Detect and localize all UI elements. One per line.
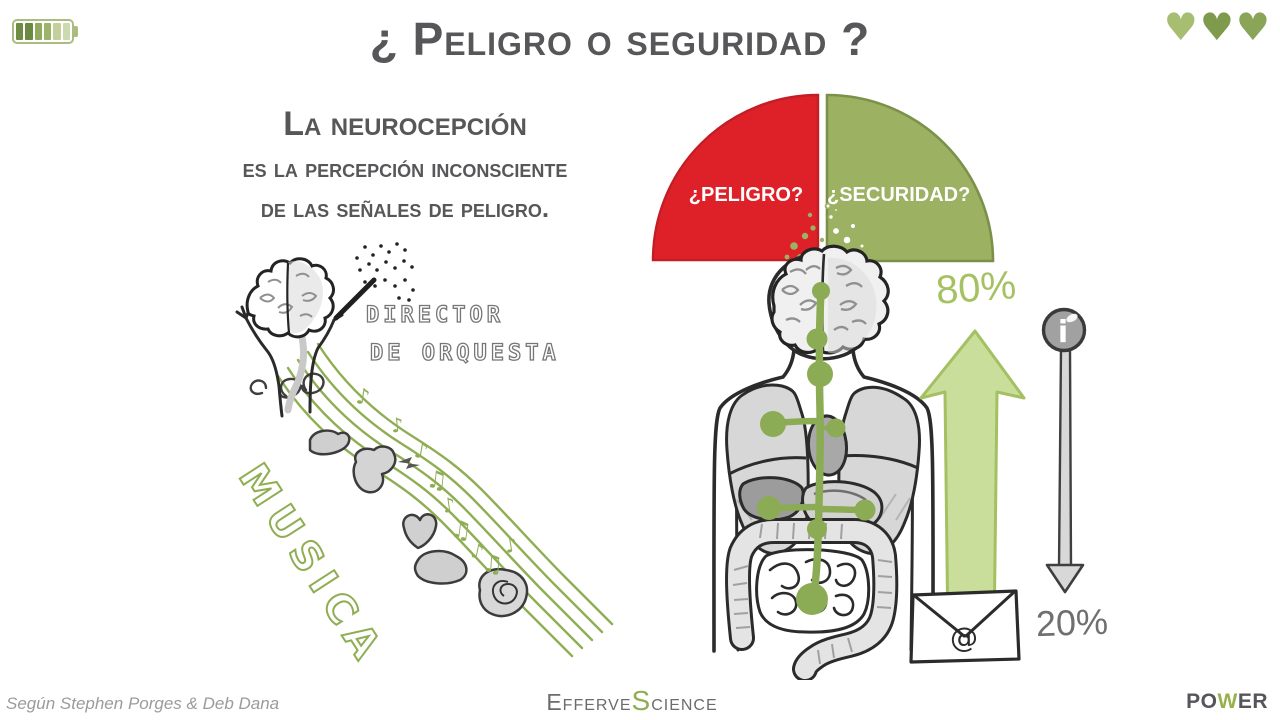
brand-logo: EfferveScience	[500, 685, 764, 717]
page-title: ¿ Peligro o seguridad ?	[369, 13, 871, 65]
intro-line-3: de las señales de peligro.	[260, 193, 550, 223]
gauge-danger-label: ¿PELIGRO?	[688, 184, 804, 206]
info-icon: i	[1041, 307, 1087, 353]
svg-text:♪: ♪	[354, 384, 371, 411]
credit-text: Según Stephen Porges & Deb Dana	[6, 694, 280, 713]
heart-icon: ♥	[1163, 5, 1200, 49]
vagus-nerve	[757, 282, 876, 615]
conductor-label-line1: DIRECTOR	[365, 302, 504, 328]
svg-text:♫: ♫	[425, 465, 449, 495]
battery-segment	[25, 23, 33, 40]
gauge-danger-half	[651, 93, 820, 262]
brand-accent: S	[631, 685, 652, 716]
svg-text:♪: ♪	[390, 412, 405, 437]
descending-percent: 20%	[1035, 600, 1109, 645]
intro-text: La neurocepción es la percepción inconsc…	[170, 100, 640, 228]
conductor-illustration: ♪ ♪ ♪ ♫ ♪ ♫ ♪ ♫ ♪	[235, 242, 614, 658]
battery-segment	[34, 23, 42, 40]
svg-text:♪: ♪	[502, 532, 519, 558]
envelope-icon: @	[909, 589, 1021, 664]
conductor-figure	[235, 242, 415, 418]
organ-blobs	[308, 429, 529, 618]
svg-text:♪: ♪	[469, 538, 486, 564]
down-arrow-icon: i	[1041, 307, 1087, 594]
ascending-percent: 80%	[934, 263, 1018, 313]
power-logo: POWER	[1186, 690, 1268, 714]
intestines	[725, 518, 899, 680]
logo-accent: W	[1217, 690, 1238, 713]
battery-icon	[12, 19, 78, 44]
battery-nub	[74, 26, 78, 37]
gauge-safety-half	[825, 93, 995, 263]
brand-post: cience	[651, 689, 718, 715]
gauge-safety-label: ¿SECURIDAD?	[827, 184, 971, 206]
brain-icon	[770, 244, 890, 355]
neuroception-illustration: @ i	[651, 93, 1087, 680]
gauge	[651, 93, 995, 263]
battery-segment	[16, 23, 24, 40]
svg-text:♪: ♪	[441, 492, 457, 518]
music-notes: ♪ ♪ ♪ ♫ ♪ ♫ ♪ ♫ ♪	[354, 384, 519, 579]
brain-icon	[245, 257, 335, 339]
intro-line-1: La neurocepción	[283, 105, 527, 143]
hearts-row: ♥♥♥	[1164, 8, 1272, 46]
svg-text:♪: ♪	[412, 438, 430, 465]
logo-post: ER	[1237, 690, 1268, 713]
battery-segment	[53, 23, 61, 40]
battery-segment	[43, 23, 52, 40]
svg-text:♫: ♫	[481, 549, 504, 578]
heart-icon: ♥	[1235, 5, 1272, 49]
at-icon: @	[950, 621, 978, 654]
body-figure	[712, 244, 935, 680]
battery-segment	[62, 23, 70, 40]
heart-icon: ♥	[1199, 5, 1236, 49]
brand-pre: Efferve	[546, 689, 632, 715]
logo-pre: PO	[1186, 690, 1218, 713]
sprinkle-dots	[355, 242, 415, 302]
conductor-label-line2: DE ORQUESTA	[369, 340, 560, 366]
svg-text:♫: ♫	[449, 515, 474, 546]
svg-text:i: i	[1058, 315, 1068, 350]
intro-line-2: es la percepción inconsciente	[242, 153, 568, 183]
